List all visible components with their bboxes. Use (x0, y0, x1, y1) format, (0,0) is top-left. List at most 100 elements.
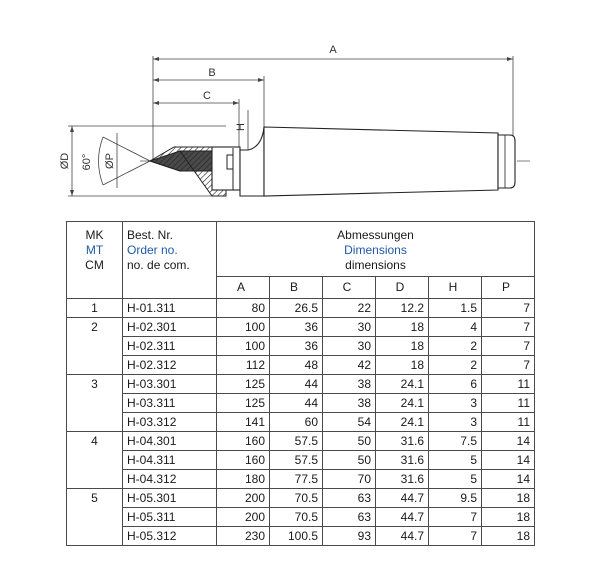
dim-D-cell: 31.6 (375, 450, 429, 470)
dim-H-cell: 2 (428, 336, 482, 356)
dim-D-cell: 18 (375, 336, 429, 356)
dim-A-cell: 160 (216, 431, 270, 451)
dim-H-cell: 5 (428, 450, 482, 470)
col-header-H: H (428, 276, 482, 299)
dim-C-cell: 38 (322, 374, 376, 394)
dim-D-cell: 24.1 (375, 412, 429, 432)
dim-D-cell: 31.6 (375, 431, 429, 451)
order-no-cell: H-05.312 (122, 526, 217, 546)
dim-C-cell: 63 (322, 488, 376, 508)
dim-C-cell: 63 (322, 507, 376, 527)
taper-size-cell: 3 (66, 374, 123, 394)
dim-P-cell: 11 (481, 393, 535, 413)
taper-size-cell: 5 (66, 488, 123, 508)
order-no-cell: H-04.311 (122, 450, 217, 470)
dim-P-cell: 7 (481, 317, 535, 337)
dim-A-cell: 125 (216, 374, 270, 394)
order-no-cell: H-05.311 (122, 507, 217, 527)
dim-P-cell: 14 (481, 469, 535, 489)
dim-B-cell: 70.5 (269, 488, 323, 508)
dim-D-cell: 24.1 (375, 393, 429, 413)
dim-H-cell: 4 (428, 317, 482, 337)
taper-size-cell: 4 (66, 431, 123, 451)
dim-B-cell: 57.5 (269, 431, 323, 451)
dim-C-cell: 54 (322, 412, 376, 432)
header-mt: MT (85, 243, 104, 257)
order-no-cell: H-02.311 (122, 336, 217, 356)
dim-D-cell: 44.7 (375, 507, 429, 527)
dim-C-cell: 30 (322, 317, 376, 337)
dim-A-cell: 100 (216, 336, 270, 356)
dim-C-cell: 70 (322, 469, 376, 489)
label-D: ØD (59, 153, 71, 170)
dim-B-cell: 36 (269, 317, 323, 337)
order-no-cell: H-01.311 (122, 298, 217, 318)
order-no-header: Best. Nr. Order no. no. de com. (122, 221, 217, 299)
dim-H-cell: 3 (428, 412, 482, 432)
dim-P-cell: 7 (481, 336, 535, 356)
order-no-cell: H-03.312 (122, 412, 217, 432)
dim-P-cell: 7 (481, 355, 535, 375)
dim-B-cell: 57.5 (269, 450, 323, 470)
taper-size-cell (66, 412, 123, 432)
order-no-cell: H-05.301 (122, 488, 217, 508)
dim-A-cell: 141 (216, 412, 270, 432)
taper-size-header: MK MT CM (66, 221, 123, 299)
dim-B-cell: 26.5 (269, 298, 323, 318)
dim-H-cell: 5 (428, 469, 482, 489)
dim-B-cell: 70.5 (269, 507, 323, 527)
label-H: H (235, 123, 247, 131)
dim-D-cell: 44.7 (375, 488, 429, 508)
dimensions-table: MK MT CM Best. Nr. Order no. no. de com.… (66, 221, 535, 546)
neck-flange (239, 126, 265, 197)
shank-end (497, 134, 516, 189)
dim-H-cell: 9.5 (428, 488, 482, 508)
dim-P-cell: 14 (481, 431, 535, 451)
dim-P-cell: 7 (481, 298, 535, 318)
label-B: B (208, 67, 215, 79)
dim-C-cell: 50 (322, 450, 376, 470)
dim-C-cell: 93 (322, 526, 376, 546)
header-dimensions-en: Dimensions (344, 243, 407, 257)
taper-size-cell (66, 336, 123, 356)
dim-C-cell: 22 (322, 298, 376, 318)
header-cm: CM (85, 258, 104, 272)
dim-H-cell: 7 (428, 526, 482, 546)
order-no-cell: H-02.301 (122, 317, 217, 337)
dim-H-cell: 1.5 (428, 298, 482, 318)
header-dimensions-fr: dimensions (345, 258, 406, 272)
dim-A-cell: 80 (216, 298, 270, 318)
dim-H-cell: 7.5 (428, 431, 482, 451)
dim-P-cell: 18 (481, 507, 535, 527)
taper-size-cell: 2 (66, 317, 123, 337)
dim-D-cell: 24.1 (375, 374, 429, 394)
taper-size-cell (66, 507, 123, 527)
dim-B-cell: 36 (269, 336, 323, 356)
dim-B-cell: 77.5 (269, 469, 323, 489)
dim-H-cell: 2 (428, 355, 482, 375)
header-best-nr: Best. Nr. (127, 228, 174, 242)
taper-size-cell (66, 393, 123, 413)
dim-B-cell: 100.5 (269, 526, 323, 546)
dim-H-cell: 3 (428, 393, 482, 413)
morse-taper-shank (263, 126, 499, 197)
dim-C-cell: 38 (322, 393, 376, 413)
head-body (211, 146, 241, 191)
dim-P-cell: 18 (481, 488, 535, 508)
dim-D-cell: 18 (375, 355, 429, 375)
dim-A-cell: 200 (216, 507, 270, 527)
col-header-A: A (216, 276, 270, 299)
table-header-row: MK MT CM Best. Nr. Order no. no. de com.… (66, 221, 535, 299)
dim-P-cell: 11 (481, 374, 535, 394)
label-P: ØP (104, 153, 116, 169)
